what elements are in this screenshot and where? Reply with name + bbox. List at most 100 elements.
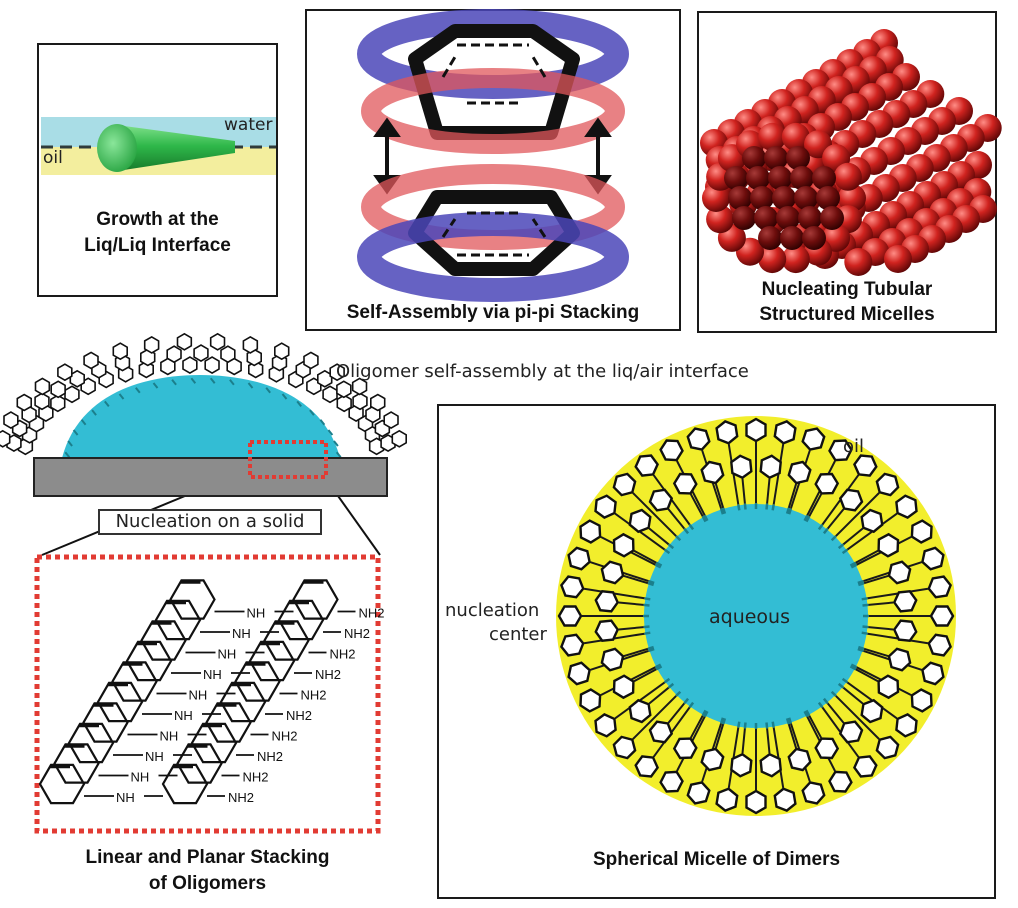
dimer-head	[737, 504, 741, 511]
core-sphere	[772, 186, 796, 210]
nh-text: NH	[174, 708, 193, 723]
dimer-head	[701, 515, 707, 523]
dimer-hexagon	[921, 546, 945, 571]
ring-b	[234, 661, 281, 702]
dimer-chain	[787, 483, 798, 509]
dimer-chain	[618, 626, 644, 631]
nh-text: NH	[116, 790, 135, 805]
ring-a	[154, 599, 202, 641]
dimer-head	[837, 682, 845, 689]
dimer-chain	[808, 715, 822, 739]
water-label: water	[224, 115, 273, 135]
shell-hexagon	[143, 335, 160, 354]
dimer-hexagon	[929, 605, 955, 627]
dimer-head	[822, 697, 829, 705]
dimer-hexagon	[730, 752, 753, 778]
dimer-hexagon	[579, 519, 602, 544]
dimer-hexagon	[895, 494, 918, 519]
dimer-hexagon	[594, 713, 617, 738]
dimer-hexagon	[628, 698, 652, 724]
surface-tail	[247, 382, 254, 389]
ring-b	[176, 743, 223, 784]
core-sphere	[812, 166, 836, 190]
dimer-chain	[632, 492, 677, 537]
ring-a	[67, 722, 115, 764]
dimer-hexagon	[594, 590, 620, 613]
dimer-hexagon	[700, 460, 725, 485]
dimer-hexagon	[648, 488, 674, 512]
dimer-hexagon	[853, 755, 878, 778]
surface-tail	[135, 387, 141, 394]
surface-tail	[309, 409, 315, 416]
dimer-head	[850, 663, 858, 669]
nh2-text: NH2	[330, 647, 356, 662]
shell-hexagon	[3, 411, 19, 430]
dimer-head	[771, 504, 775, 511]
surface-tail	[265, 387, 271, 394]
dimer-hexagon	[745, 417, 767, 443]
dimer-hexagon	[860, 508, 884, 534]
dimer-head	[643, 625, 650, 629]
shell-hexagon	[176, 332, 193, 351]
dimer-hexagon	[895, 713, 918, 738]
core-sphere	[776, 206, 800, 230]
ring-b	[219, 681, 267, 723]
dimer-chain	[633, 668, 657, 682]
surface-tail	[64, 451, 71, 458]
stacking-box	[34, 554, 381, 834]
shell-hexagon	[303, 351, 319, 370]
dimer-head	[787, 717, 793, 724]
dimer-hexagon	[759, 454, 782, 480]
micelle-panel: oil aqueous nucleation center Spherical …	[437, 404, 996, 899]
surface-tail	[118, 393, 125, 400]
dimer-chain	[766, 478, 771, 504]
dimer-head	[858, 582, 865, 587]
dimer-chain	[690, 715, 704, 739]
dimer-hexagon	[730, 454, 753, 480]
shell-hexagon	[34, 377, 51, 396]
dimer-head	[648, 647, 655, 653]
ring-b	[277, 599, 325, 641]
shell-hexagon	[383, 411, 399, 430]
shell-hexagon	[351, 377, 368, 396]
core-sphere	[754, 206, 778, 230]
ring-b	[263, 620, 310, 661]
shell-hexagon	[209, 332, 226, 351]
shell-hexagon	[182, 356, 198, 375]
core-sphere	[820, 206, 844, 230]
rim-sphere	[838, 184, 866, 212]
dimer-hexagon	[648, 720, 674, 744]
oil-label: oil	[43, 148, 63, 168]
shell-hexagon	[352, 392, 368, 411]
dimer-head	[785, 507, 790, 514]
rim-sphere	[781, 245, 810, 274]
dimer-hexagon	[560, 575, 585, 599]
dimer-head	[663, 677, 671, 684]
dimer-head	[817, 523, 824, 531]
tube-sphere	[844, 248, 873, 276]
dimer-hexagon	[600, 560, 625, 585]
dimer-hexagon	[814, 737, 840, 760]
upper-dashed-bonds	[441, 43, 547, 105]
dimer-head	[647, 582, 654, 587]
core-sphere	[802, 226, 826, 250]
dimer-hexagon	[921, 661, 945, 686]
nh2-text: NH2	[228, 790, 254, 805]
dimer-hexagon	[828, 439, 853, 462]
tubular-micelle-diagram	[700, 29, 1002, 276]
nh2-text: NH2	[344, 626, 370, 641]
dimer-head	[765, 503, 769, 510]
shell-hexagon	[50, 380, 66, 399]
dimer-head	[787, 508, 793, 515]
dimer-head	[722, 507, 727, 514]
dimer-hexagon	[801, 781, 826, 805]
dimer-chain	[633, 550, 657, 564]
dimer-hexagon	[875, 735, 900, 760]
dimer-head	[743, 722, 747, 729]
dimer-hexagon	[567, 661, 591, 686]
dimer-hexagon	[745, 789, 767, 815]
dimer-hexagon	[672, 472, 698, 495]
dimer-head	[683, 527, 690, 535]
core-sphere	[786, 146, 810, 170]
dimer-chain	[690, 493, 704, 517]
